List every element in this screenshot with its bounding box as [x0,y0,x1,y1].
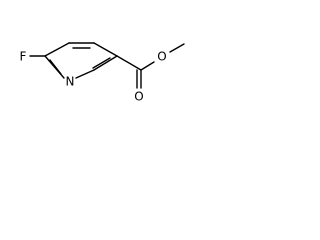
bond-carbonyl-ester-o [140,61,155,71]
bond-c5-carbonyl [116,55,142,71]
fluorine-atom-label: F [20,50,27,64]
bond-c5-c6 [93,55,118,71]
bond-c6-n1 [75,69,95,79]
bond-n1-c2-inner [49,59,62,75]
bond-c2-c3 [44,42,70,57]
nitrogen-atom-label: N [66,75,75,89]
ester-oxygen-atom-label: O [157,50,166,64]
bond-n1-c2 [44,55,65,79]
bond-ester-o-methyl [169,43,185,53]
bond-c4-c5 [93,42,118,57]
bond-c5-c6-inner [92,57,111,69]
structure-diagram: F N O O [20,42,185,104]
carbonyl-oxygen-atom-label: O [134,90,143,104]
